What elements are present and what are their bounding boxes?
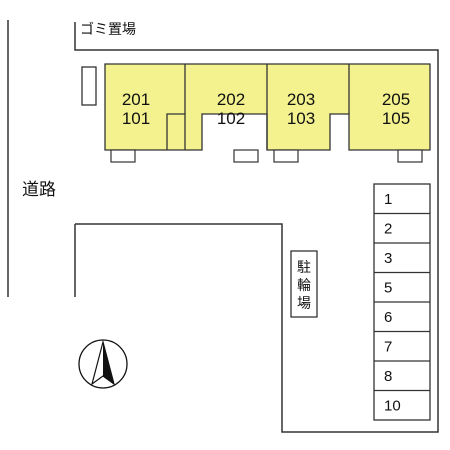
unit-upper-number: 205: [382, 90, 410, 109]
parking-space-number: 10: [384, 398, 401, 415]
unit-upper-number: 203: [287, 90, 315, 109]
unit-upper-number: 201: [122, 90, 150, 109]
unit-step: [273, 149, 299, 163]
apartment-building: 201 101 202 102 203 103 205 105: [104, 63, 431, 163]
unit-lower-number: 102: [217, 109, 245, 128]
site-boundary: [74, 22, 439, 433]
unit-step: [233, 149, 259, 163]
unit-lower-number: 101: [122, 109, 150, 128]
bicycle-parking: [290, 250, 318, 318]
parking-space-number: 3: [384, 250, 392, 267]
parking-space-number: 6: [384, 309, 392, 326]
parking-space-number: 8: [384, 368, 392, 385]
parking-lot: 1 2 3 5 6 7 8 10: [373, 183, 431, 421]
unit-lower-number: 103: [287, 109, 315, 128]
bicycle-parking-label-char: 輪: [297, 277, 311, 294]
bicycle-parking-label-char: 場: [297, 296, 311, 312]
unit-step: [110, 149, 136, 163]
unit-step: [397, 149, 423, 163]
garbage-area: [81, 66, 97, 106]
parking-space-number: 5: [384, 280, 392, 297]
parking-space-number: 2: [384, 221, 392, 238]
unit-lower-number: 105: [382, 109, 410, 128]
bicycle-parking-label-char: 駐: [297, 260, 311, 276]
north-arrow-icon: [78, 339, 128, 389]
garbage-area-label: ゴミ置場: [80, 21, 136, 38]
unit-upper-number: 202: [217, 90, 245, 109]
parking-space-number: 1: [384, 191, 392, 208]
road-label: 道路: [22, 180, 56, 200]
parking-space-number: 7: [384, 339, 392, 356]
